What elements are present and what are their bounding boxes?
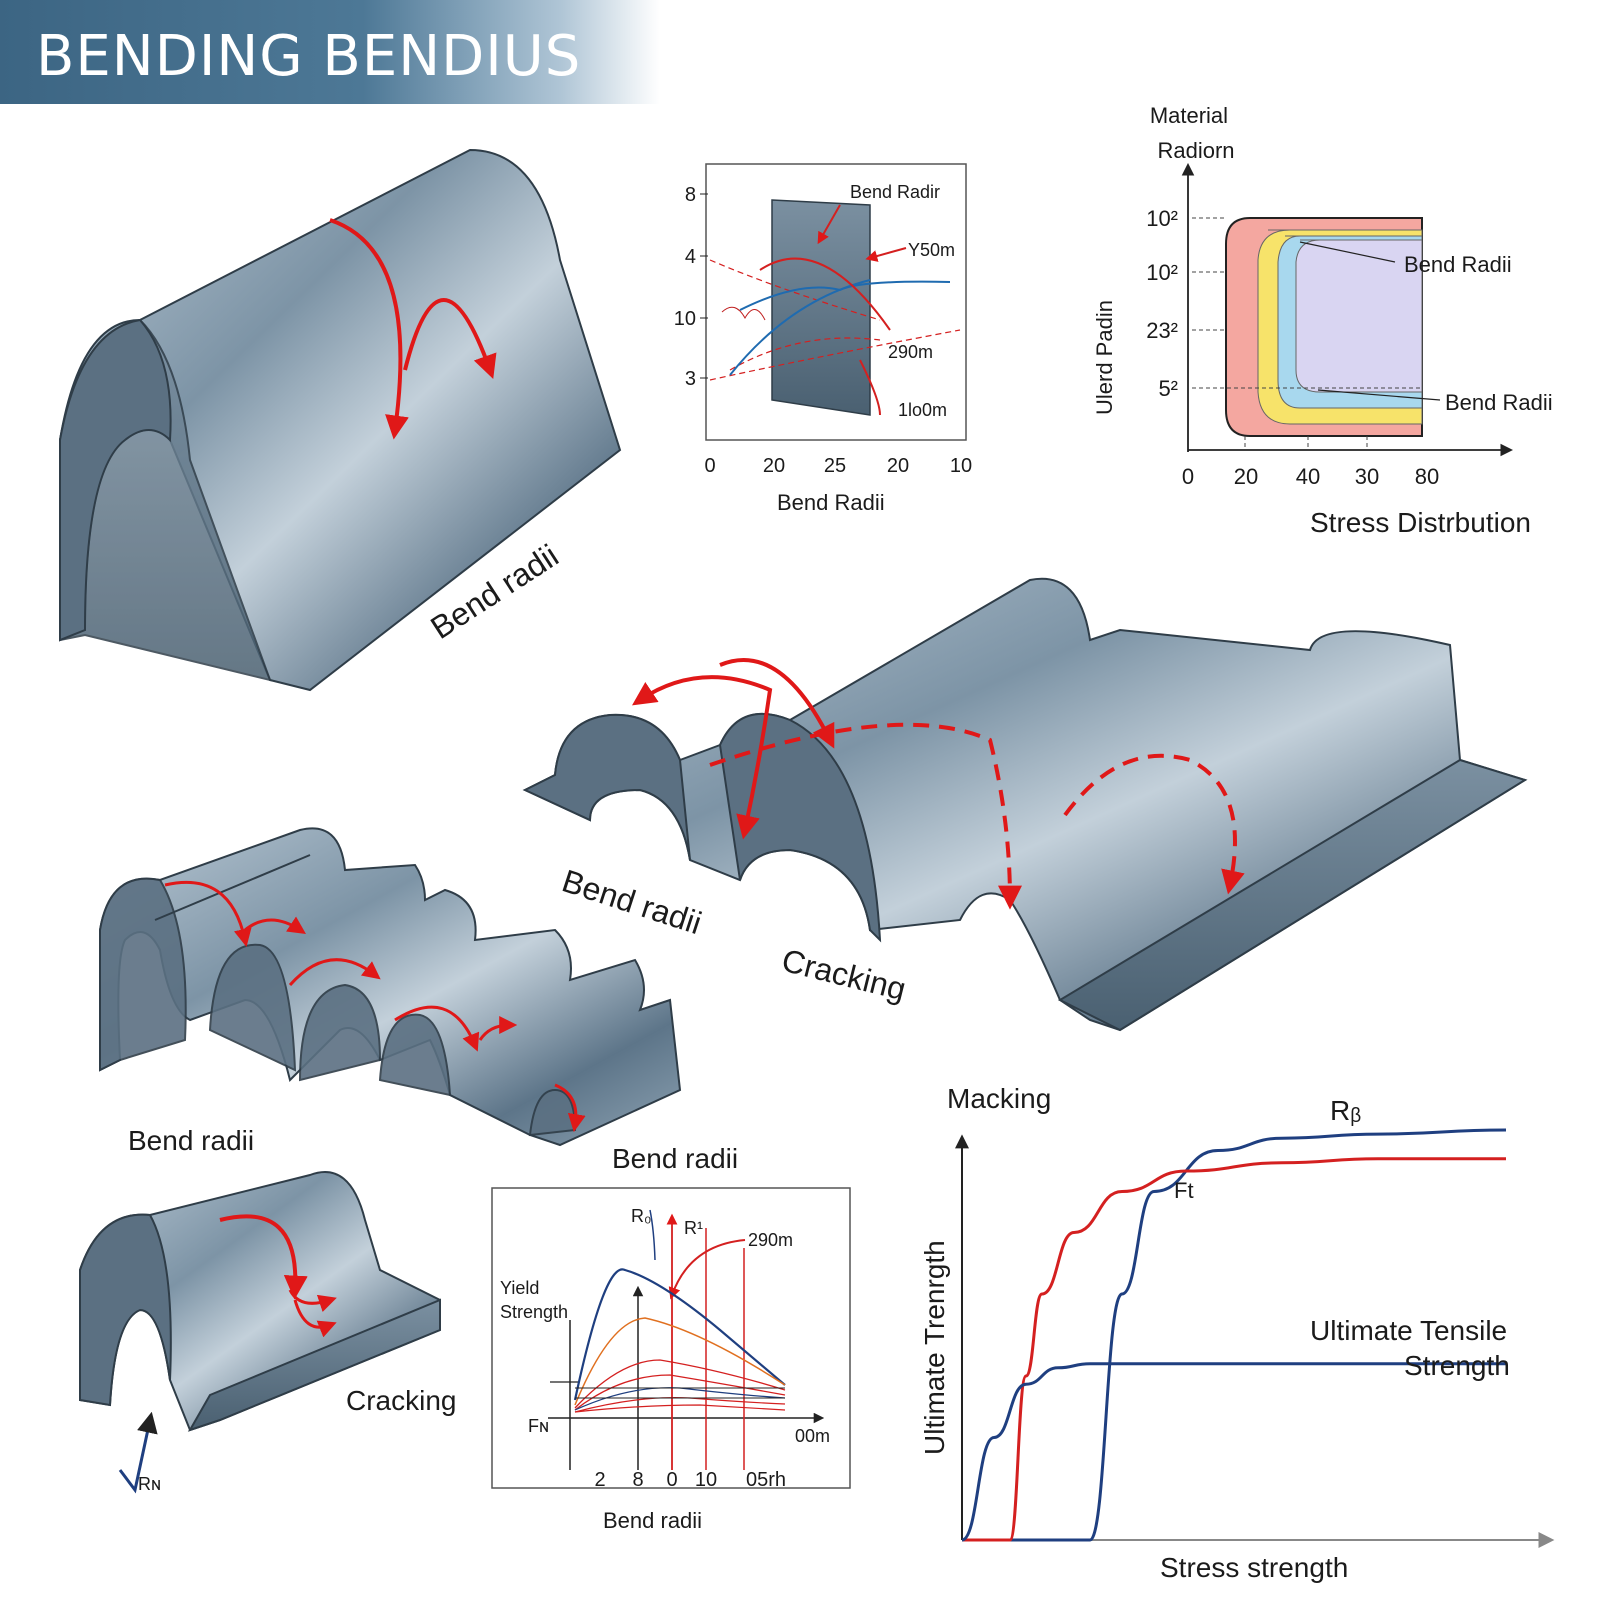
inset-3-ylabel-line-2: Strength (500, 1302, 568, 1322)
inset-3-xlabel: Bend radii (603, 1508, 702, 1533)
main-chart-ylabel: Ultimate Trenrgth (919, 1240, 950, 1455)
page-title: BENDING BENDIUS (36, 24, 582, 89)
main-chart-series (961, 1128, 1507, 1542)
inset-3-frame (491, 1187, 851, 1489)
main-chart-xlabel: Stress strength (1160, 1552, 1348, 1583)
main-chart-annotation-uts: Ultimate Tensile Strength (1310, 1315, 1515, 1381)
inset-1-xtick: 0 (704, 455, 715, 477)
inset-2: 10² 10² 23² 5² 0 20 40 30 80 Material Radiorn U… (1092, 103, 1553, 538)
inset-2-xtick: 80 (1415, 464, 1439, 489)
main-chart-series-line-1 (962, 1128, 1507, 1542)
inset-2-ytick: 5² (1158, 376, 1178, 401)
inset-2-xtick: 0 (1182, 464, 1194, 489)
inset-3-annotation-r0: R₀ (631, 1206, 651, 1226)
inset-1-ytick: 4 (685, 246, 696, 268)
inset-2-xtick: 40 (1296, 464, 1320, 489)
inset-1: 8 4 10 3 0 20 25 20 10 Bend Radir Y50m 290m 1lo… (674, 163, 972, 515)
main-chart-series-line-3 (961, 1362, 1506, 1542)
rn-marker-label: Rɴ (138, 1474, 161, 1494)
inset-2-annotation-2: Bend Radii (1445, 390, 1553, 415)
inset-3-xticks: 2 8 0 10 05rh (594, 1469, 786, 1491)
inset-1-ytick: 10 (674, 308, 696, 330)
inset-1-annotation-1: Bend Radir (850, 182, 940, 202)
inset-3-annotation-r1: R¹ (684, 1218, 703, 1238)
inset-3-xtick: 10 (695, 1469, 717, 1491)
inset-2-ytick: 10² (1146, 206, 1178, 231)
bend-shape-channel (522, 577, 1528, 1032)
main-chart-annotation-uts-line-1: Ultimate Tensile (1310, 1315, 1507, 1346)
wave-right-label: Bend radii (612, 1143, 738, 1174)
inset-1-ytick: 8 (685, 184, 696, 206)
bend-shape-waves (99, 827, 682, 1147)
bend-shape-cracking (79, 1171, 441, 1494)
inset-2-ylabel-top-line-1: Material (1150, 103, 1228, 128)
inset-1-annotation-4: 1lo0m (898, 400, 947, 420)
inset-3-annotation-fn: Fɴ (528, 1416, 549, 1436)
title-banner: BENDING BENDIUS (0, 0, 660, 104)
inset-1-annotation-3: 290m (888, 342, 933, 362)
inset-3-xtick: 8 (632, 1469, 643, 1491)
inset-3-xtick: 0 (666, 1469, 677, 1491)
channel-crack-label: Cracking (778, 942, 909, 1007)
crack-piece-label: Cracking (346, 1385, 456, 1416)
inset-1-xtick: 25 (824, 455, 846, 477)
main-chart-annotation-rb: Rᵦ (1330, 1095, 1361, 1126)
inset-2-ylabel-top-line-2: Radiorn (1157, 138, 1234, 163)
inset-2-xticks: 0 20 40 30 80 (1182, 464, 1439, 489)
inset-2-ytick: 23² (1146, 318, 1178, 343)
inset-2-annotation-1: Bend Radii (1404, 252, 1512, 277)
inset-1-ytick: 3 (685, 368, 696, 390)
main-chart-title: Macking (947, 1083, 1051, 1114)
inset-3-xtick: 05rh (746, 1469, 786, 1491)
inset-1-annotation-2: Y50m (908, 240, 955, 260)
inset-1-xtick: 20 (763, 455, 785, 477)
inset-2-xtick: 30 (1355, 464, 1379, 489)
inset-2-xlabel: Stress Distrbution (1310, 507, 1531, 538)
inset-2-xtick: 20 (1234, 464, 1258, 489)
inset-1-xticks: 0 20 25 20 10 (704, 455, 972, 477)
inset-2-ylabel-top: Material Radiorn (1150, 103, 1235, 163)
inset-3-xtick: 2 (594, 1469, 605, 1491)
inset-1-xtick: 20 (887, 455, 909, 477)
main-chart-series-line-2 (962, 1157, 1506, 1542)
channel-bend-label: Bend radii (558, 862, 706, 941)
inset-2-yticks: 10² 10² 23² 5² (1146, 206, 1178, 401)
inset-1-plate (771, 199, 871, 416)
inset-3: Yield Strength R₀ R¹ 290m Fɴ 00m 2 8 0 10 05… (491, 1187, 851, 1533)
main-chart-annotation-ft: Ft (1174, 1178, 1194, 1203)
bend-shape-large (59, 148, 622, 692)
wave-left-label: Bend radii (128, 1125, 254, 1156)
inset-3-ylabel-line-1: Yield (500, 1278, 539, 1298)
inset-1-xtick: 10 (950, 455, 972, 477)
inset-2-band-4 (1295, 239, 1423, 393)
inset-1-yticks: 8 4 10 3 (674, 184, 708, 390)
main-chart: Macking Ultimate Trenrgth Stress strengt… (919, 1083, 1555, 1583)
inset-3-ylabel: Yield Strength (500, 1278, 568, 1322)
inset-2-ytick: 10² (1146, 260, 1178, 285)
main-chart-annotation-uts-line-2: Strength (1404, 1350, 1510, 1381)
inset-2-ylabel-side: Ulerd Padin (1092, 300, 1117, 415)
inset-3-annotation-290m: 290m (748, 1230, 793, 1250)
inset-1-xlabel: Bend Radii (777, 490, 885, 515)
inset-3-annotation-00m: 00m (795, 1426, 830, 1446)
